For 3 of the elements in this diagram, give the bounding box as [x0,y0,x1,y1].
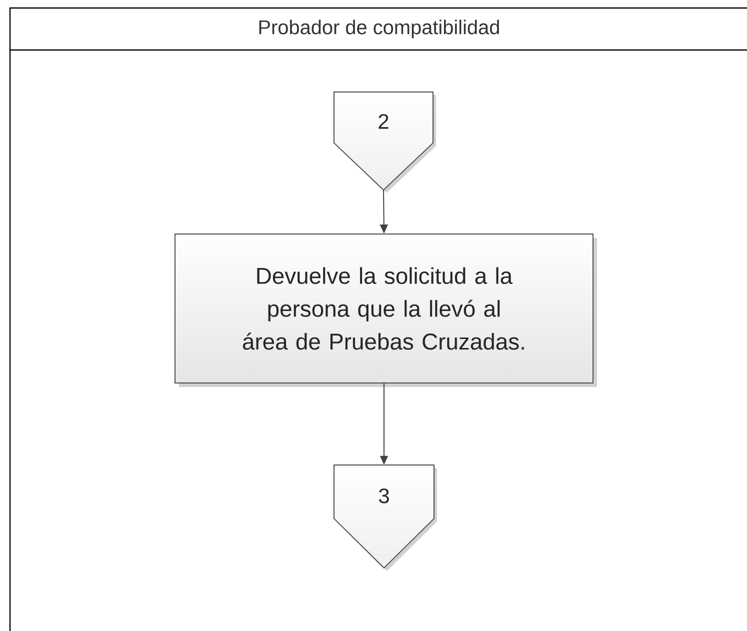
off-page-connector: 2 [334,91,436,193]
process-box: Devuelve la solicitud a la persona que la llevó al área de Pruebas Cruzadas. [174,233,597,387]
off-page-connector: 3 [334,464,437,571]
